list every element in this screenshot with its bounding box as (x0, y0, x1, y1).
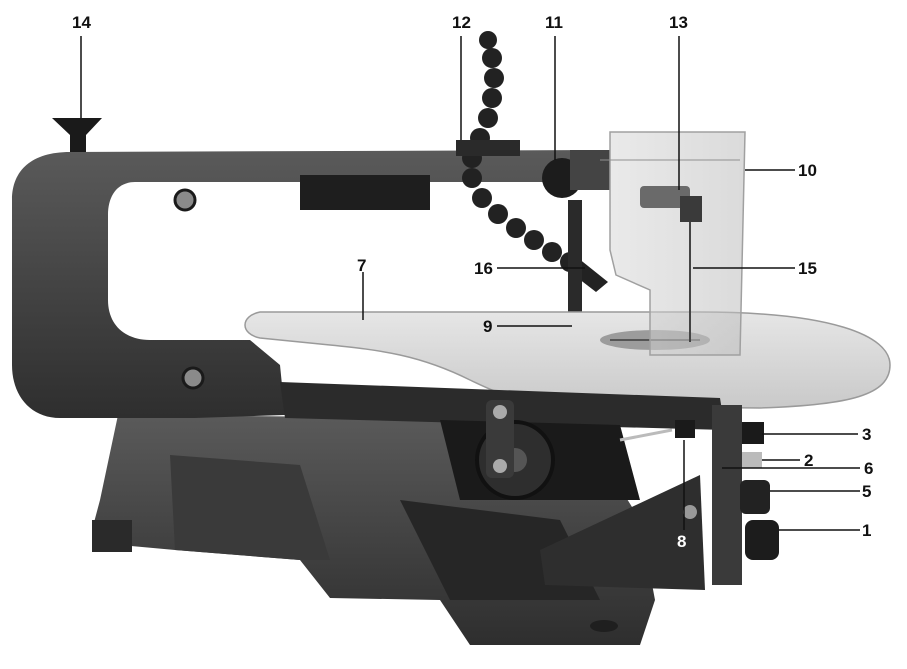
callout-7: 7 (357, 256, 367, 275)
hose-mount (456, 140, 520, 156)
upper-blade-holder (640, 186, 690, 208)
bevel-lock-8 (675, 420, 695, 438)
saw-arm (12, 150, 600, 418)
callout-14: 14 (72, 13, 91, 32)
callout-5: 5 (862, 482, 872, 501)
callout-10: 10 (798, 161, 817, 180)
callout-13: 13 (669, 13, 688, 32)
base-foot-left (92, 520, 132, 552)
tension-knob (52, 118, 102, 152)
switch-2 (742, 452, 762, 468)
callout-2: 2 (804, 451, 814, 470)
side-panel (540, 475, 705, 590)
callout-16: 16 (474, 259, 493, 278)
callout-11: 11 (545, 13, 563, 32)
hold-down-shaft (568, 200, 582, 330)
side-panel-bolt (683, 505, 697, 519)
speed-knob-3 (742, 422, 764, 444)
base-foot-right (590, 620, 618, 632)
link-arm (486, 400, 514, 478)
callout-3: 3 (862, 425, 872, 444)
arm-bolt-lower (181, 366, 205, 390)
base-recess (170, 455, 330, 560)
callout-15: 15 (798, 259, 817, 278)
callout-9: 9 (483, 317, 493, 336)
motor-cap-1 (745, 520, 779, 560)
arm-bolt-upper (173, 188, 197, 212)
control-plate (712, 405, 742, 585)
callout-6: 6 (864, 459, 874, 478)
callout-12: 12 (452, 13, 471, 32)
callout-8: 8 (677, 532, 687, 551)
callout-1: 1 (862, 521, 872, 540)
arm-slot (300, 175, 430, 210)
leader-lines (80, 36, 860, 531)
dust-port-5 (740, 480, 770, 514)
hold-down-bracket (570, 150, 610, 190)
